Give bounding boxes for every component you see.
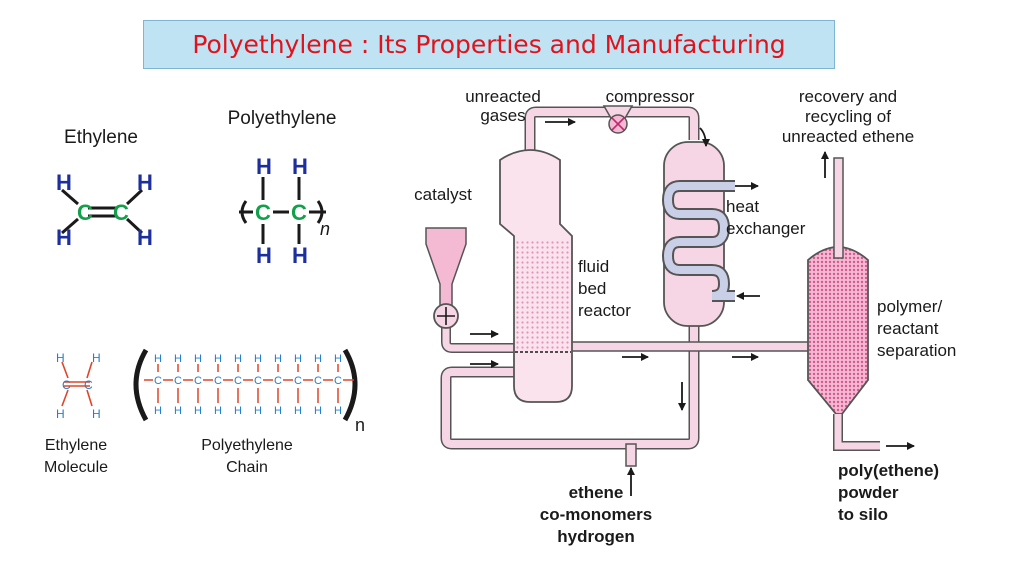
h-atom: H — [194, 405, 202, 417]
svg-text:H: H — [92, 407, 101, 421]
svg-text:H: H — [92, 351, 101, 365]
svg-text:C: C — [84, 378, 93, 392]
ethylene-structure: H H H H C C — [56, 170, 153, 250]
h-atom: H — [154, 353, 162, 365]
h-atom: H — [56, 225, 72, 250]
reactor-label: bed — [578, 279, 606, 298]
c-atom: C — [334, 375, 342, 387]
chain-n-subscript: n — [355, 415, 365, 435]
c-atom: C — [255, 200, 271, 225]
h-atom: H — [256, 154, 272, 179]
process-diagram: unreacted gases compressor recovery and … — [414, 87, 956, 546]
c-atom: C — [291, 200, 307, 225]
catalyst-label: catalyst — [414, 185, 472, 204]
h-atom: H — [314, 405, 322, 417]
c-atom: C — [234, 375, 242, 387]
h-atom: H — [294, 353, 302, 365]
c-atom: C — [254, 375, 262, 387]
h-atom: H — [56, 170, 72, 195]
feed-label: hydrogen — [557, 527, 634, 546]
page-title: Polyethylene : Its Properties and Manufa… — [192, 30, 786, 59]
c-atom: C — [214, 375, 222, 387]
separation-label: reactant — [877, 319, 939, 338]
h-atom: H — [254, 405, 262, 417]
svg-text:H: H — [56, 351, 65, 365]
product-label: to silo — [838, 505, 888, 524]
separation-label: polymer/ — [877, 297, 942, 316]
h-atom: H — [256, 243, 272, 268]
h-atom: H — [292, 243, 308, 268]
h-atom: H — [234, 353, 242, 365]
h-atom: H — [294, 405, 302, 417]
c-atom: C — [174, 375, 182, 387]
h-atom: H — [314, 353, 322, 365]
h-atom: H — [174, 405, 182, 417]
catalyst-hopper — [425, 227, 467, 307]
h-atom: H — [174, 353, 182, 365]
h-atom: H — [194, 353, 202, 365]
h-atom: H — [274, 353, 282, 365]
polyethylene-label: Polyethylene — [228, 108, 337, 129]
recovery-label: unreacted ethene — [782, 127, 914, 146]
c-atom: C — [314, 375, 322, 387]
unreacted-gases-label: gases — [480, 106, 525, 125]
unreacted-gases-label: unreacted — [465, 87, 541, 106]
reactor-label: fluid — [578, 257, 609, 276]
polyethylene-chain-label: Polyethylene — [201, 437, 293, 454]
ethylene-molecule-label: Ethylene — [45, 437, 107, 454]
c-atom: C — [274, 375, 282, 387]
product-label: poly(ethene) — [838, 461, 939, 480]
polyethylene-structure: H H H H C C n — [239, 154, 330, 268]
h-atom: H — [334, 353, 342, 365]
h-atom: H — [154, 405, 162, 417]
title-banner: Polyethylene : Its Properties and Manufa… — [143, 20, 835, 69]
recovery-label: recycling of — [805, 107, 891, 126]
polyethylene-chain-label: Chain — [226, 459, 268, 476]
feed-label: co-monomers — [540, 505, 652, 524]
h-atom: H — [274, 405, 282, 417]
svg-text:H: H — [56, 407, 65, 421]
flow-arrow — [699, 127, 710, 147]
c-atom: C — [154, 375, 162, 387]
n-subscript: n — [320, 219, 330, 239]
recovery-label: recovery and — [799, 87, 897, 106]
svg-text:C: C — [62, 378, 71, 392]
c-atom: C — [294, 375, 302, 387]
compressor-label: compressor — [606, 87, 695, 106]
c-atom: C — [77, 200, 93, 225]
separator-vessel — [807, 246, 869, 415]
h-atom: H — [292, 154, 308, 179]
h-atom: H — [334, 405, 342, 417]
h-atom: H — [214, 353, 222, 365]
h-atom: H — [254, 353, 262, 365]
c-atom: C — [113, 200, 129, 225]
heat-exchanger-label: exchanger — [726, 219, 806, 238]
h-atom: H — [214, 405, 222, 417]
ethylene-label: Ethylene — [64, 127, 138, 148]
ethylene-molecule-small: H H H H C C — [56, 351, 101, 421]
recovery-pipe — [833, 157, 844, 259]
product-label: powder — [838, 483, 899, 502]
heat-exchanger-label: heat — [726, 197, 759, 216]
ethylene-molecule-label: Molecule — [44, 459, 108, 476]
reactor-label: reactor — [578, 301, 631, 320]
c-atom: C — [194, 375, 202, 387]
feed-inlet-pipe — [625, 443, 637, 467]
feed-label: ethene — [569, 483, 624, 502]
separation-label: separation — [877, 341, 956, 360]
h-atom: H — [137, 225, 153, 250]
h-atom: H — [234, 405, 242, 417]
h-atom: H — [137, 170, 153, 195]
